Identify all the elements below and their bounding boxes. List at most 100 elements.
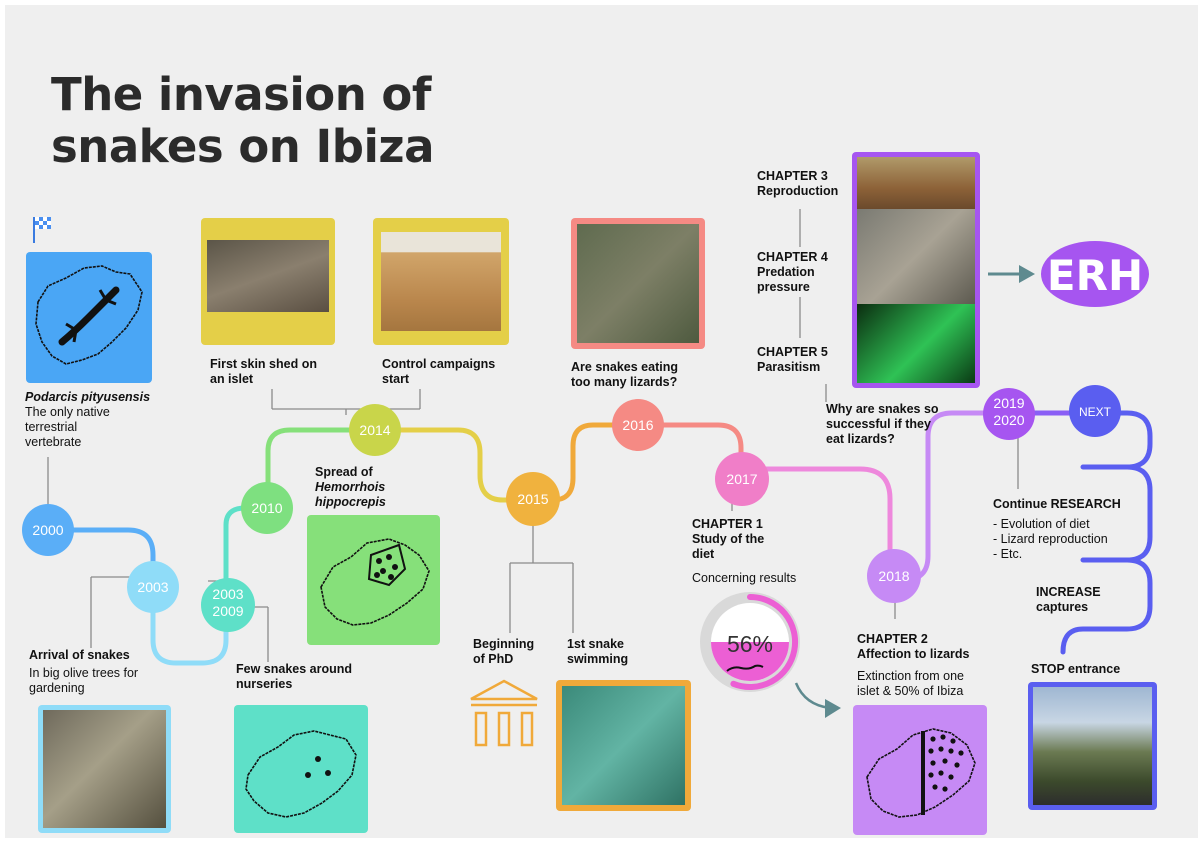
skin-shed-photo (201, 218, 335, 345)
title-line-2: snakes on Ibiza (51, 120, 434, 173)
node-next-label: NEXT (1079, 405, 1112, 419)
chapter5-label: CHAPTER 5 Parasitism (757, 345, 828, 375)
chapter1-line-3: diet (692, 547, 715, 561)
node-2010 (241, 482, 293, 534)
chapter3-label: CHAPTER 3 Reproduction (757, 169, 838, 199)
podarcis-label: Podarcis pityusensis The only native ter… (25, 390, 150, 450)
eating-line-2: too many lizards? (571, 375, 678, 389)
node-2003-label: 2003 (137, 579, 168, 595)
node-2014 (349, 404, 401, 456)
node-2000-label: 2000 (32, 522, 63, 538)
erh-text: ERH (1047, 251, 1143, 300)
nurseries-map-panel (234, 705, 368, 833)
arrival-desc-2: gardening (29, 681, 85, 695)
chapter4-label: CHAPTER 4 Predation pressure (757, 250, 828, 295)
institution-icon (470, 679, 538, 747)
node-2014-label: 2014 (359, 422, 390, 438)
continue-item-1: - Evolution of diet (993, 517, 1090, 531)
spread-map-panel (307, 515, 440, 645)
node-2000 (22, 504, 74, 556)
node-2017-label: 2017 (726, 471, 757, 487)
swimming-label: 1st snake swimming (567, 637, 628, 667)
chapter1-line-1: CHAPTER 1 (692, 517, 763, 531)
swimming-line-1: 1st snake (567, 637, 624, 651)
phd-line-2: of PhD (473, 652, 514, 666)
concerning-results: Concerning results (692, 571, 797, 585)
stop-entrance-label: STOP entrance (1031, 662, 1121, 676)
why-label: Why are snakes so successful if they eat… (826, 402, 939, 447)
podarcis-name: Podarcis pityusensis (25, 390, 151, 404)
continue-item-2: - Lizard reproduction (993, 532, 1108, 546)
node-2018 (867, 549, 921, 603)
spread-title: Spread of (315, 465, 373, 479)
increase-captures-label: INCREASE captures (1036, 585, 1101, 615)
checkered-flag-icon (33, 217, 51, 243)
chapter4-line-2: Predation (757, 265, 815, 279)
extinction-line-2: islet & 50% of Ibiza (857, 684, 964, 698)
continue-item-3: - Etc. (993, 547, 1023, 561)
podarcis-desc-1: The only native (25, 405, 110, 419)
podarcis-desc-3: vertebrate (25, 435, 82, 449)
chapter5-line-1: CHAPTER 5 (757, 345, 828, 359)
lizard-icon (726, 664, 764, 672)
chapter4-line-3: pressure (757, 280, 810, 294)
node-2003 (127, 561, 179, 613)
timeline-nodes: 2000 2003 2003 2009 2010 2014 2015 2016 … (22, 385, 1121, 632)
spread-label: Spread of Hemorrhois hippocrepis (315, 465, 386, 510)
node-2003-2009 (201, 578, 255, 632)
arrival-title: Arrival of snakes (29, 648, 130, 662)
spread-species-2: hippocrepis (315, 495, 386, 509)
arrow-curved-icon (794, 682, 841, 718)
why-line-2: successful if they (826, 417, 931, 431)
arrow-right-icon (988, 265, 1035, 283)
continue-title: Continue RESEARCH (993, 497, 1121, 511)
swimming-line-2: swimming (567, 652, 629, 666)
chapter1-label: CHAPTER 1 Study of the diet Concerning r… (692, 517, 796, 586)
few-snakes-label: Few snakes around nurseries (236, 662, 352, 692)
node-2017 (715, 452, 769, 506)
title-line-1: The invasion of (51, 68, 431, 121)
percent-gauge: 56% (700, 592, 800, 692)
why-line-3: eat lizards? (826, 432, 895, 446)
spread-species-1: Hemorrhois (315, 480, 386, 494)
node-2003-2009-line2: 2009 (212, 603, 243, 619)
chapter3-line-2: Reproduction (757, 184, 839, 198)
chapter4-line-1: CHAPTER 4 (757, 250, 828, 264)
chapter2-label: CHAPTER 2 Affection to lizards Extinctio… (857, 632, 970, 699)
chapter5-line-2: Parasitism (757, 360, 821, 374)
arrival-desc-1: In big olive trees for (29, 666, 139, 680)
node-next (1069, 385, 1121, 437)
traps-photo (373, 218, 509, 345)
node-2016-label: 2016 (622, 417, 653, 433)
page-title: The invasion of snakes on Ibiza (51, 69, 434, 173)
control-line-1: Control campaigns (382, 357, 496, 371)
node-2003-2009-line1: 2003 (212, 586, 243, 602)
node-2010-label: 2010 (251, 500, 282, 516)
percent-value: 56% (727, 631, 773, 657)
chapter2-line-1: CHAPTER 2 (857, 632, 928, 646)
first-skin-line-2: an islet (210, 372, 254, 386)
chapter2-line-2: Affection to lizards (857, 647, 970, 661)
arrival-label: Arrival of snakes In big olive trees for… (29, 648, 138, 696)
erh-badge (1041, 241, 1149, 307)
few-snakes-line-2: nurseries (236, 677, 293, 691)
chapter-photos-panel (852, 152, 980, 388)
snake-swimming-photo (556, 680, 691, 811)
control-line-2: start (382, 372, 410, 386)
node-2016 (612, 399, 664, 451)
control-label: Control campaigns start (382, 357, 495, 387)
node-2018-label: 2018 (878, 568, 909, 584)
chapter1-line-2: Study of the (692, 532, 765, 546)
extinction-map-panel (853, 705, 987, 835)
phd-line-1: Beginning (473, 637, 535, 651)
infographic-canvas: ERH 56% 2000 2003 2003 2009 2010 2014 20… (5, 5, 1198, 838)
node-2015 (506, 472, 560, 526)
snake-tree-photo (38, 705, 171, 833)
node-2019-2020-line1: 2019 (993, 395, 1024, 411)
podarcis-desc-2: terrestrial (25, 420, 78, 434)
extinction-line-1: Extinction from one (857, 669, 964, 683)
first-skin-label: First skin shed on an islet (210, 357, 317, 387)
node-2015-label: 2015 (517, 491, 548, 507)
increase-line-1: INCREASE (1036, 585, 1101, 599)
phd-label: Beginning of PhD (473, 637, 534, 667)
